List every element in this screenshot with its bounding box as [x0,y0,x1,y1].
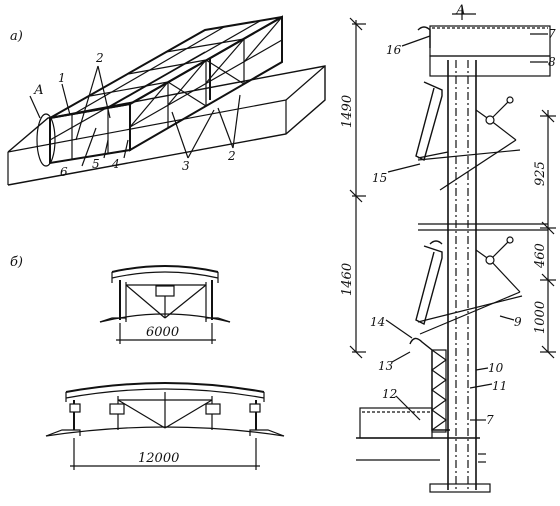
callout-1: 1 [58,71,66,85]
part-a-label: а) [10,29,23,44]
node-a-marker-left: А [33,83,44,98]
callout-6: 6 [60,165,68,179]
part-b-label: б) [10,255,23,270]
dim-seg-460: 460 [533,243,548,269]
node-detail-a [349,6,556,493]
dim-height-upper: 1490 [340,95,355,128]
callout-4: 4 [111,157,120,171]
isometric-skylight [7,15,326,186]
callout-12: 12 [382,387,397,401]
section-small [99,265,231,344]
callout-8: 8 [548,55,556,69]
callout-5: 5 [92,157,100,171]
callout-2a: 2 [95,51,104,65]
callout-9: 9 [514,315,522,329]
dim-seg-1000: 1000 [533,301,548,334]
callout-2b: 2 [227,149,236,163]
callout-14: 14 [370,315,385,329]
callout-15: 15 [372,171,387,185]
callout-7-top: 7 [548,27,556,41]
callout-7-bottom: 7 [486,413,494,427]
node-a-marker-right: А [455,3,466,18]
callout-16: 16 [386,43,402,57]
callout-11: 11 [492,379,507,393]
callout-3: 3 [182,159,190,173]
dim-seg-925: 925 [533,161,548,186]
callout-10: 10 [488,361,504,375]
section-large [45,382,285,470]
callout-13: 13 [378,359,394,373]
dim-height-lower: 1460 [340,263,355,296]
dim-span-small: 6000 [146,325,179,340]
dim-span-large: 12000 [138,451,179,466]
